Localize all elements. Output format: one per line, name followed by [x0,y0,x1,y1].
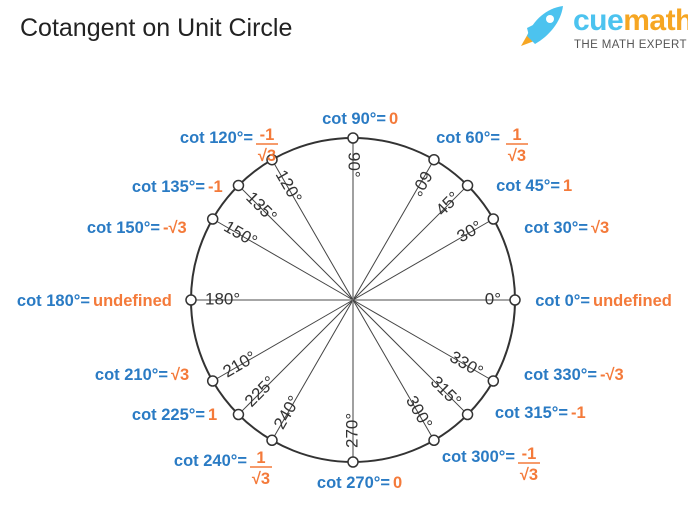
fraction-numerator: 1 [256,449,265,467]
radius-line [238,185,354,301]
circle-point[interactable] [185,294,197,306]
cot-label: cot 270°= [317,474,390,492]
fraction-numerator: -1 [522,445,537,463]
fraction-denominator: √3 [252,470,270,488]
cot-label: cot 180°= [17,292,90,310]
circle-point[interactable] [509,294,521,306]
cuemath-logo: cuemath THE MATH EXPERT [513,2,688,58]
circle-point[interactable] [266,434,278,447]
cot-value-fraction: -1√3 [518,445,540,484]
angle-label: 60° [407,168,436,200]
circle-point[interactable] [206,375,219,387]
fraction-numerator: 1 [512,126,521,144]
cot-value-fraction: 1√3 [250,449,272,488]
cot-value: √3 [171,366,189,384]
cot-label: cot 60°= [436,129,500,147]
circle-point[interactable] [232,408,245,421]
cot-label: cot 45°= [496,177,560,195]
angle-label: 330° [446,347,486,381]
angle-label: 90° [345,152,364,178]
angle-label: 180° [205,289,240,308]
circle-point[interactable] [347,456,359,468]
cot-value: undefined [593,292,672,310]
circle-point[interactable] [428,434,440,447]
cot-value: -1 [208,178,223,196]
cot-value: -√3 [600,366,624,384]
cot-label: cot 300°= [442,448,515,466]
cot-value-fraction: 1√3 [506,126,528,165]
cot-value: undefined [93,292,172,310]
radius-line [238,299,354,415]
cot-value-fraction: -1√3 [256,126,278,165]
cot-label: cot 135°= [132,178,205,196]
cot-value: 0 [389,110,398,128]
fraction-denominator: √3 [520,466,538,484]
circle-point[interactable] [206,213,219,225]
angle-label: 45° [432,188,464,220]
radius-line [352,159,435,301]
cot-label: cot 225°= [132,406,205,424]
circle-point[interactable] [461,408,474,421]
radius-line [352,299,468,415]
cot-value: 1 [208,406,217,424]
angle-label: 225° [241,372,279,410]
logo-tagline: THE MATH EXPERT [574,39,687,51]
radius-line [212,218,354,301]
radius-line [352,218,494,301]
cot-value: -1 [571,404,586,422]
logo-brand: cuemath [573,4,688,37]
angle-label: 315° [427,372,465,410]
cot-label: cot 210°= [95,366,168,384]
cot-label: cot 120°= [180,129,253,147]
cot-value: -√3 [163,219,187,237]
cot-label: cot 150°= [87,219,160,237]
cot-label: cot 30°= [524,219,588,237]
angle-label: 150° [221,217,261,251]
cot-label: cot 90°= [322,110,386,128]
angle-label: 240° [270,392,304,432]
angle-label: 270° [342,413,361,448]
angle-label: 120° [272,167,306,207]
fraction-numerator: -1 [260,126,275,144]
fraction-denominator: √3 [258,147,276,165]
cot-label: cot 330°= [524,366,597,384]
cot-label: cot 315°= [495,404,568,422]
cot-value: 0 [393,474,402,492]
radius-line [271,159,354,301]
radius-line [352,299,494,382]
angle-label: 210° [220,347,260,381]
cot-label: cot 0°= [535,292,590,310]
angle-label: 30° [454,217,486,246]
angle-label: 300° [402,392,436,432]
radius-line [352,299,435,441]
rocket-icon [521,6,563,46]
circle-point[interactable] [461,179,474,192]
cot-label: cot 240°= [174,452,247,470]
circle-point[interactable] [266,153,278,166]
page-title: Cotangent on Unit Circle [20,14,293,42]
radius-line [212,299,354,382]
angle-label: 135° [242,188,280,226]
circle-point[interactable] [428,153,440,166]
circle-point[interactable] [347,132,359,144]
circle-point[interactable] [487,375,500,387]
circle-point[interactable] [232,179,245,192]
cot-value: 1 [563,177,572,195]
radius-line [352,185,468,301]
angle-label: 0° [485,289,501,308]
cot-value: √3 [591,219,609,237]
circle-point[interactable] [487,213,500,225]
radius-line [271,299,354,441]
fraction-denominator: √3 [508,147,526,165]
